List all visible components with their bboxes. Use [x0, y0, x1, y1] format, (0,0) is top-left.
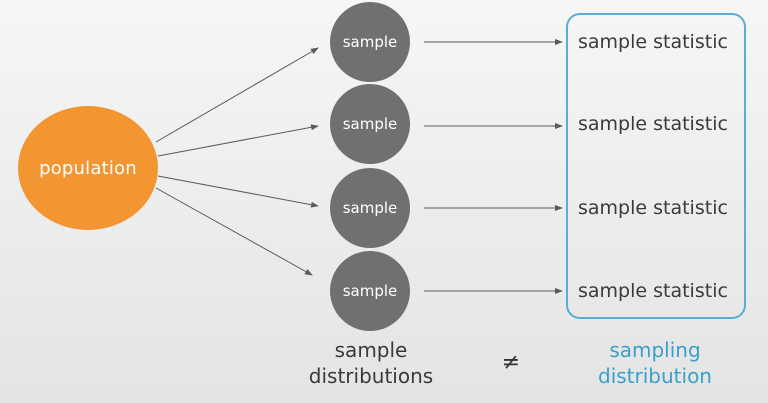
sample-node-1: sample: [330, 2, 410, 82]
arrow-population-to-sample-1: [155, 47, 319, 143]
sample-statistic-4: sample statistic: [578, 280, 728, 302]
sample-label-3: sample: [342, 199, 398, 217]
sample-node-3: sample: [330, 168, 410, 248]
arrow-population-to-sample-2: [157, 124, 319, 157]
arrow-population-to-sample-3: [157, 175, 319, 208]
sampling-distribution-caption: sampling distribution: [580, 337, 730, 389]
sampling-distribution-caption-line-1: sampling: [609, 338, 701, 362]
sample-label-1: sample: [342, 33, 398, 51]
sample-statistic-1: sample statistic: [578, 31, 728, 53]
population-label: population: [39, 157, 137, 179]
sampling-distribution-box: [566, 13, 746, 319]
sample-node-2: sample: [330, 84, 410, 164]
sample-node-4: sample: [330, 251, 410, 331]
sampling-distribution-caption-line-2: distribution: [598, 364, 712, 388]
sample-label-2: sample: [342, 115, 398, 133]
sample-distributions-caption-line-2: distributions: [308, 364, 434, 388]
sample-statistic-3: sample statistic: [578, 197, 728, 219]
sample-distributions-caption: sample distributions: [296, 337, 446, 389]
population-node: population: [18, 106, 158, 230]
not-equal-symbol: ≠: [501, 350, 521, 375]
sample-label-4: sample: [342, 282, 398, 300]
sample-distributions-caption-line-1: sample: [334, 338, 408, 362]
sample-statistic-2: sample statistic: [578, 113, 728, 135]
arrow-population-to-sample-4: [155, 187, 313, 276]
